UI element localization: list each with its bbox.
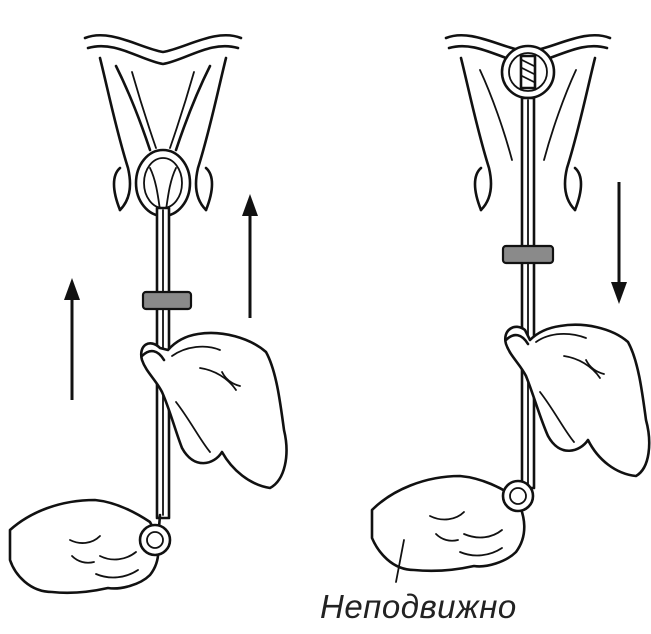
right-arrow-down — [611, 182, 627, 304]
right-iud — [502, 46, 554, 98]
right-flange — [503, 246, 553, 263]
right-inserter-tube — [522, 98, 534, 488]
right-lower-hand — [372, 476, 533, 571]
left-iud-loop — [136, 150, 190, 216]
right-panel — [372, 35, 649, 582]
stationary-caption: Неподвижно — [320, 588, 540, 626]
left-flange — [143, 292, 191, 309]
left-arrow-up-2 — [242, 194, 258, 318]
left-lower-hand — [10, 500, 170, 593]
left-panel — [10, 35, 286, 593]
left-arrow-up-1 — [64, 278, 80, 400]
